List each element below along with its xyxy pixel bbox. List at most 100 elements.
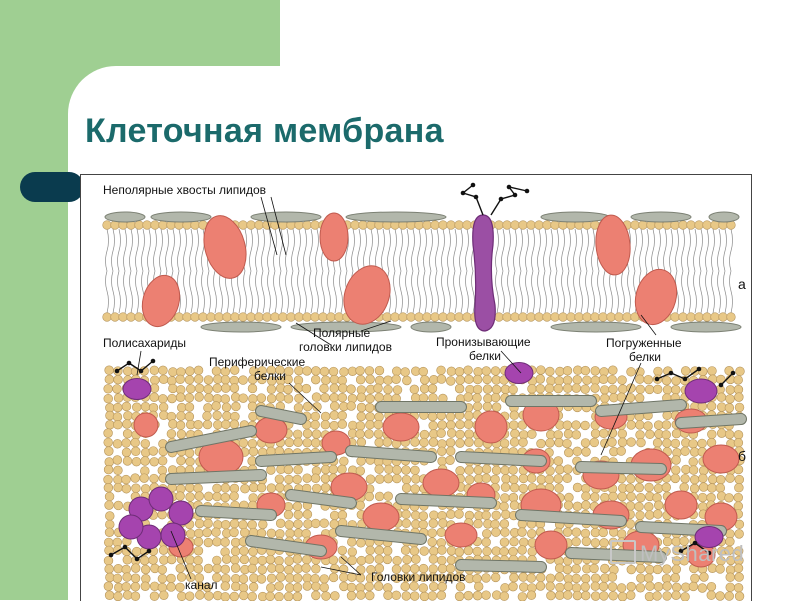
lipid-head (391, 590, 402, 601)
lipid-head (103, 437, 113, 448)
lipid-head (203, 518, 213, 529)
lipid-head (293, 464, 303, 475)
lipid-head (483, 393, 493, 404)
lipid-tail (267, 270, 271, 314)
lipid-head (562, 590, 573, 600)
lipid-head (429, 510, 439, 520)
lipid-tail (669, 228, 673, 272)
lipid-head (274, 592, 284, 601)
lipid-head (149, 457, 159, 467)
lipid-head (481, 590, 491, 600)
lipid-head (302, 312, 312, 322)
channel-subunit (168, 500, 194, 526)
lipid-head (718, 312, 728, 322)
lipid-head (148, 555, 158, 565)
lipid-tail (387, 228, 391, 272)
lipid-head (401, 475, 412, 485)
lipid-head (142, 220, 152, 230)
lipid-head (418, 583, 428, 593)
lipid-head (436, 590, 447, 601)
lipid-head (364, 554, 375, 564)
lipid-head (262, 312, 272, 322)
lipid-tail (543, 228, 547, 272)
lipid-head (130, 581, 141, 592)
immersed-protein (141, 274, 181, 328)
lipid-head (464, 429, 474, 439)
lipid-head (572, 375, 582, 385)
lipid-head (716, 392, 727, 402)
lipid-head (203, 537, 214, 548)
lipid-head (508, 465, 518, 475)
protein-top-view (133, 412, 159, 438)
peripheral-rod (516, 510, 626, 526)
lipid-head (518, 473, 529, 484)
glycoprotein-blob (504, 362, 534, 384)
lipid-head (121, 484, 132, 494)
lipid-head (105, 519, 115, 530)
lipid-head (626, 367, 636, 377)
lipid-tail (465, 270, 469, 314)
lipid-head (562, 473, 572, 484)
lipid-head (428, 437, 439, 447)
lipid-head (410, 591, 420, 601)
lipid-head (374, 491, 385, 502)
lipid-head (445, 437, 456, 448)
lipid-head (175, 374, 185, 385)
lipid-tail (327, 270, 331, 314)
lipid-head (491, 465, 502, 475)
lipid-head (278, 312, 288, 322)
sugar-dot (108, 552, 114, 558)
lipid-head (121, 582, 131, 592)
lipid-head (571, 420, 581, 430)
lipid-tail (615, 270, 619, 314)
membrane-diagram: Неполярные хвосты липидов Полярные голов… (80, 174, 752, 601)
lipid-head (285, 528, 295, 539)
lipid-tail (549, 228, 553, 272)
lipid-head (708, 474, 718, 485)
lipid-head (581, 447, 591, 457)
lipid-head (688, 465, 699, 475)
lipid-head (635, 374, 645, 384)
lipid-head (203, 491, 214, 502)
lipid-tail (579, 228, 583, 272)
lipid-tail (705, 270, 709, 314)
lipid-head (688, 581, 699, 592)
lipid-head (454, 509, 464, 519)
protein-top-view (444, 522, 478, 548)
lipid-head (214, 312, 224, 322)
lipid-head (346, 582, 357, 593)
lipid-head (365, 393, 375, 404)
lipid-head (311, 374, 321, 385)
lipid-head (158, 365, 168, 376)
lipid-head (113, 393, 124, 403)
lipid-tail (339, 270, 343, 314)
sugar-dot (668, 370, 674, 376)
lipid-head (293, 375, 304, 385)
lipid-head (534, 220, 544, 230)
lipid-head (149, 365, 160, 376)
lipid-head (130, 473, 140, 483)
lipid-tail (291, 270, 295, 314)
lipid-head (105, 420, 115, 430)
lipid-tail (435, 228, 439, 272)
lipid-head (670, 473, 681, 484)
lipid-head (724, 493, 734, 503)
lipid-head (734, 529, 744, 539)
lipid-head (600, 393, 610, 404)
lipid-tail (111, 270, 115, 314)
peripheral-protein (104, 211, 146, 223)
peripheral-rod (676, 414, 746, 428)
lipid-head (347, 547, 358, 557)
lipid-head (122, 555, 133, 565)
immersed-protein (595, 214, 631, 276)
lipid-head (437, 456, 447, 466)
lipid-head (491, 510, 501, 520)
sugar-dot (692, 540, 698, 546)
lipid-head (419, 383, 430, 394)
lipid-head (536, 572, 546, 583)
lipid-head (526, 590, 537, 600)
lipid-tail (597, 270, 601, 314)
lipid-tail (159, 228, 163, 272)
lipid-head (194, 491, 204, 501)
lipid-head (247, 520, 257, 530)
